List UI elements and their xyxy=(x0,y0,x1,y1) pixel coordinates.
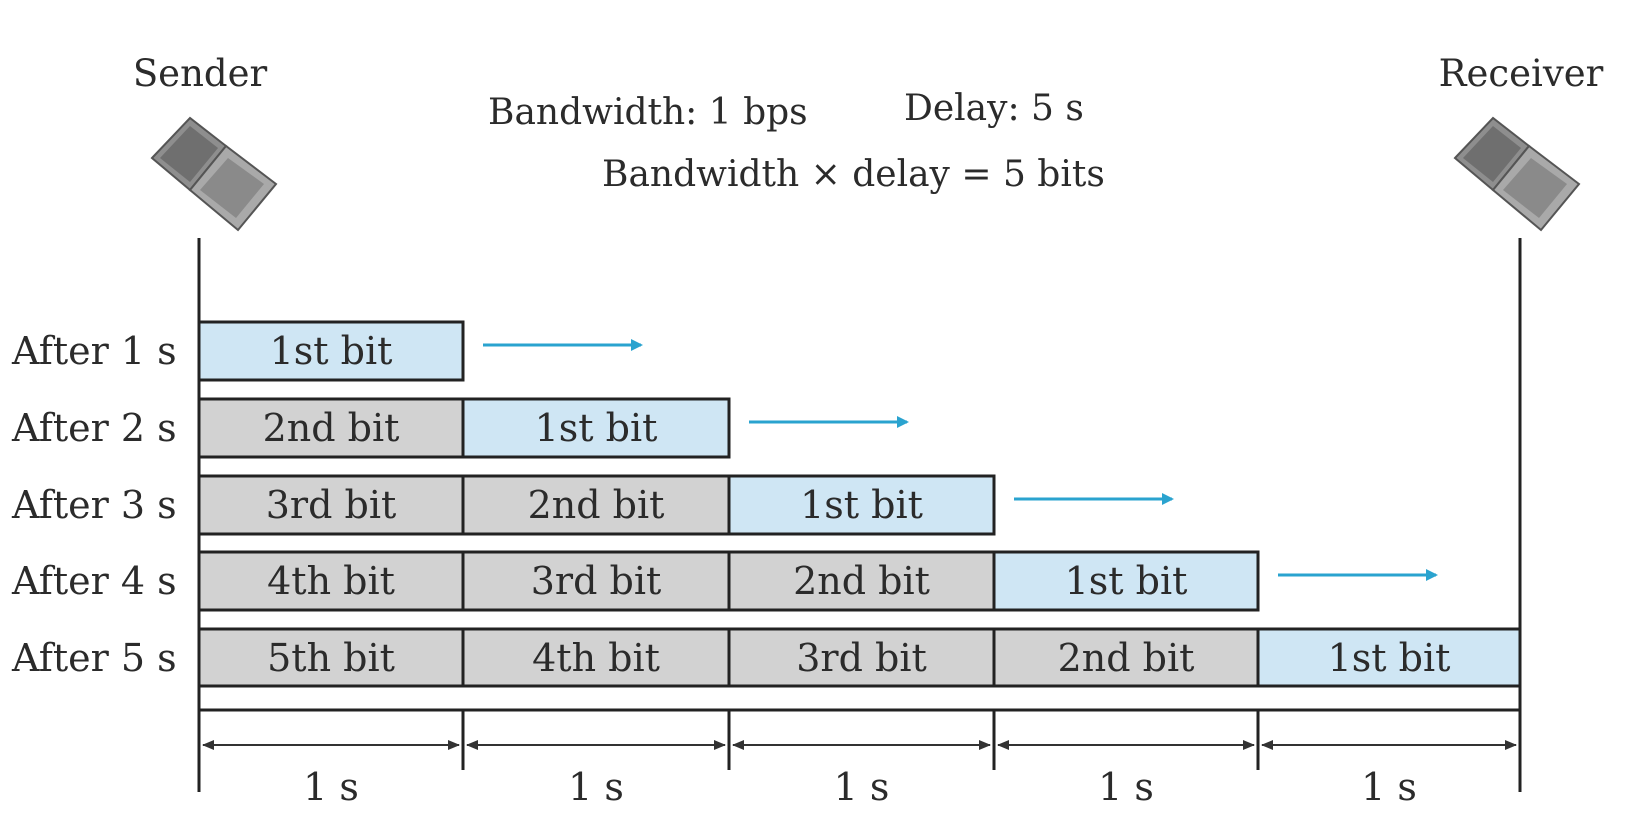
bit-cell xyxy=(727,474,996,536)
laptop-icon xyxy=(1453,116,1581,232)
bandwidth-delay-product: Bandwidth × delay = 5 bits xyxy=(602,154,1105,195)
delay-label: Delay: 5 s xyxy=(904,88,1084,129)
bit-label: 3rd bit xyxy=(266,483,397,527)
row-label: After 3 s xyxy=(11,483,177,527)
bit-label: 4th bit xyxy=(267,559,395,603)
bit-label: 2nd bit xyxy=(1058,636,1195,680)
bit-cell xyxy=(197,474,465,536)
duration-label: 1 s xyxy=(303,765,359,809)
bandwidth-label: Bandwidth: 1 bps xyxy=(488,92,808,133)
row-label: After 4 s xyxy=(11,559,177,603)
bit-cell xyxy=(992,627,1260,689)
bit-label: 2nd bit xyxy=(793,559,930,603)
sender-label: Sender xyxy=(133,52,268,95)
bit-label: 1st bit xyxy=(800,483,923,527)
bit-label: 4th bit xyxy=(532,636,660,680)
bit-label: 2nd bit xyxy=(263,406,400,450)
laptop-icon xyxy=(150,116,278,232)
bit-cell xyxy=(992,550,1260,612)
bit-label: 1st bit xyxy=(1065,559,1188,603)
bit-cell xyxy=(1256,627,1522,689)
row-label: After 2 s xyxy=(11,406,177,450)
bit-cell xyxy=(461,397,731,459)
row-label: After 5 s xyxy=(11,636,177,680)
duration-label: 1 s xyxy=(568,765,624,809)
bit-cell xyxy=(197,320,465,382)
bit-label: 1st bit xyxy=(1328,636,1451,680)
receiver-label: Receiver xyxy=(1439,52,1604,95)
bit-cell xyxy=(197,397,465,459)
duration-label: 1 s xyxy=(834,765,890,809)
bit-label: 5th bit xyxy=(267,636,395,680)
bit-cell xyxy=(197,550,465,612)
duration-label: 1 s xyxy=(1098,765,1154,809)
duration-scale: 1 s 1 s 1 s 1 s 1 s xyxy=(197,710,1522,809)
row-label: After 1 s xyxy=(11,329,177,373)
bit-label: 1st bit xyxy=(535,406,658,450)
bit-label: 1st bit xyxy=(270,329,393,373)
bit-label: 2nd bit xyxy=(528,483,665,527)
bit-cell xyxy=(727,550,996,612)
duration-label: 1 s xyxy=(1361,765,1417,809)
bit-label: 3rd bit xyxy=(531,559,662,603)
bit-cell xyxy=(727,627,996,689)
bit-cell xyxy=(461,627,731,689)
link-strip xyxy=(197,684,1522,712)
bit-label: 3rd bit xyxy=(796,636,927,680)
